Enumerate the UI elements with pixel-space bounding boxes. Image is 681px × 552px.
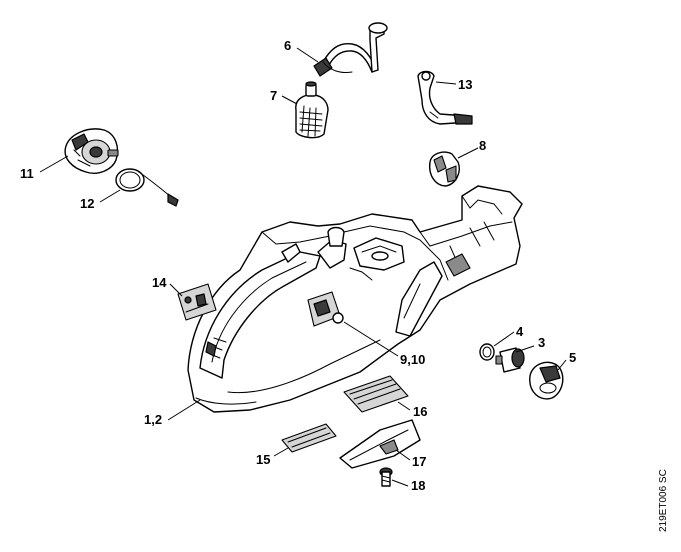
callout-9-10: 9,10 <box>400 352 425 367</box>
callout-12: 12 <box>80 196 94 211</box>
callout-1-2: 1,2 <box>144 412 162 427</box>
part-5-cap[interactable] <box>529 361 564 400</box>
part-14-label[interactable] <box>177 283 217 321</box>
leader-lines <box>39 47 567 487</box>
part-4-o-ring[interactable] <box>479 343 495 361</box>
callout-5: 5 <box>569 350 576 365</box>
part-7-fuel-filter[interactable] <box>295 81 329 139</box>
figure-reference: 219ET006 SC <box>658 469 669 532</box>
part-11-oil-pump[interactable] <box>64 128 119 174</box>
callout-7: 7 <box>270 88 277 103</box>
part-12-seal[interactable] <box>115 168 179 207</box>
callout-3: 3 <box>538 335 545 350</box>
callout-6: 6 <box>284 38 291 53</box>
part-6-fuel-hose[interactable] <box>313 22 388 77</box>
part-3-valve[interactable] <box>495 347 525 373</box>
part-8-buffer[interactable] <box>429 151 460 187</box>
callout-14: 14 <box>152 275 167 290</box>
callout-8: 8 <box>479 138 486 153</box>
callout-15: 15 <box>256 452 270 467</box>
part-15-strip[interactable] <box>281 423 337 453</box>
callout-4: 4 <box>516 324 524 339</box>
part-1-2-housing[interactable] <box>187 185 523 413</box>
callout-16: 16 <box>413 404 427 419</box>
callout-17: 17 <box>412 454 426 469</box>
callout-labels: 6 7 13 8 11 12 14 4 3 5 9,10 1,2 16 15 1… <box>20 38 576 493</box>
callout-18: 18 <box>411 478 425 493</box>
part-18-screw[interactable] <box>379 467 393 487</box>
part-13-lever[interactable] <box>417 70 473 125</box>
part-17-cover[interactable] <box>339 419 421 469</box>
callout-13: 13 <box>458 77 472 92</box>
part-16-strip[interactable] <box>343 375 409 413</box>
callout-11: 11 <box>20 166 34 181</box>
